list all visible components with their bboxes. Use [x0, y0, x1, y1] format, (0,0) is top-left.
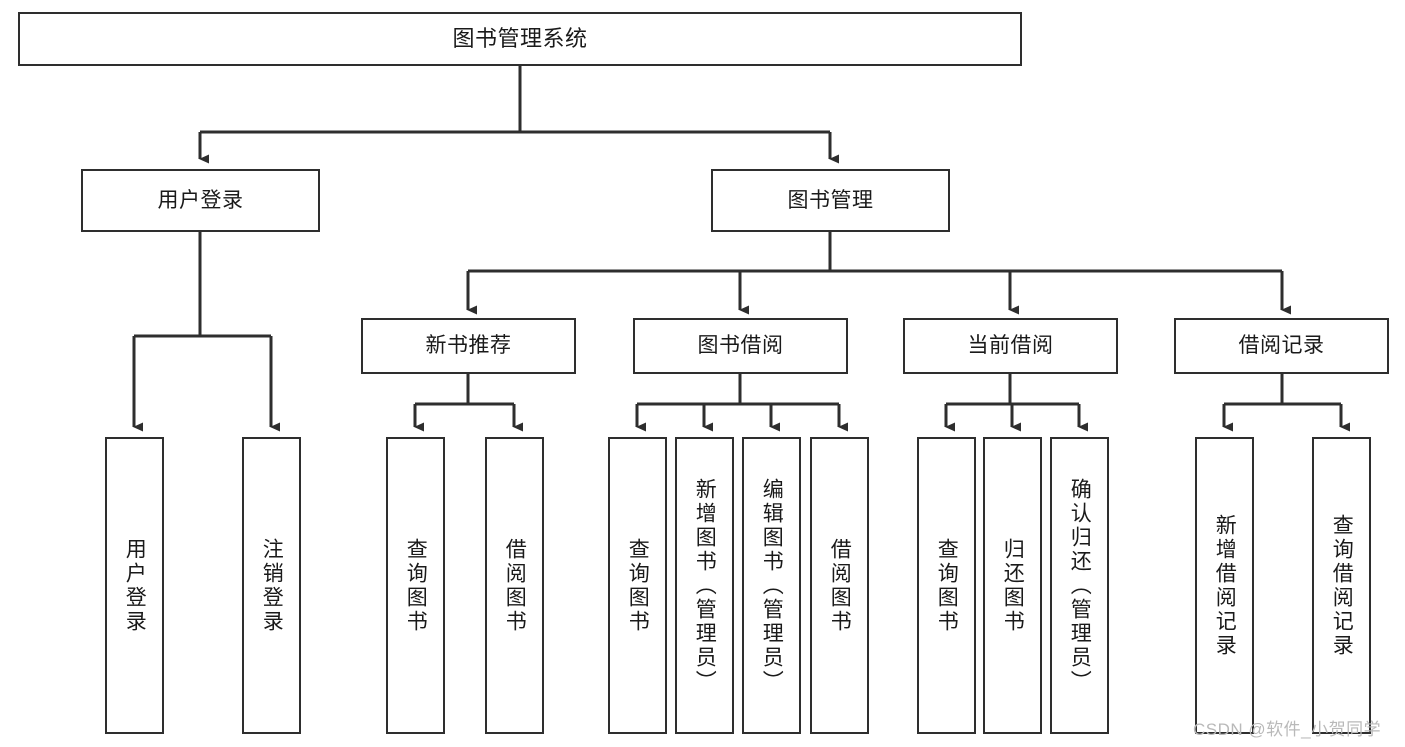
node-user-login[interactable]: 用户登录 [81, 169, 320, 232]
node-leaf-return-book-label: 归还图书 [1001, 537, 1025, 634]
node-new-book-recommend-label: 新书推荐 [425, 334, 512, 358]
node-leaf-logout-login[interactable]: 注销登录 [242, 437, 301, 734]
node-leaf-confirm-return-label: 确认归还（管理员） [1068, 477, 1092, 694]
node-leaf-query-book-2-label: 查询图书 [626, 537, 650, 634]
node-leaf-query-book-3[interactable]: 查询图书 [917, 437, 976, 734]
node-leaf-return-book[interactable]: 归还图书 [983, 437, 1042, 734]
node-book-management[interactable]: 图书管理 [711, 169, 950, 232]
node-leaf-add-book[interactable]: 新增图书（管理员） [675, 437, 734, 734]
node-leaf-borrow-book-2[interactable]: 借阅图书 [810, 437, 869, 734]
node-user-login-label: 用户登录 [157, 188, 244, 212]
node-leaf-query-book-1-label: 查询图书 [404, 537, 428, 634]
node-borrow-record[interactable]: 借阅记录 [1174, 318, 1389, 374]
node-book-borrow-label: 图书借阅 [697, 334, 784, 358]
node-leaf-add-book-label: 新增图书（管理员） [693, 477, 717, 694]
node-leaf-edit-book-label: 编辑图书（管理员） [760, 477, 784, 694]
node-current-borrow[interactable]: 当前借阅 [903, 318, 1118, 374]
node-leaf-logout-login-label: 注销登录 [260, 537, 284, 634]
node-current-borrow-label: 当前借阅 [967, 334, 1054, 358]
node-borrow-record-label: 借阅记录 [1238, 334, 1325, 358]
node-leaf-query-book-1[interactable]: 查询图书 [386, 437, 445, 734]
node-book-borrow[interactable]: 图书借阅 [633, 318, 848, 374]
node-leaf-user-login-label: 用户登录 [123, 537, 147, 634]
node-leaf-borrow-book-1-label: 借阅图书 [503, 537, 527, 634]
node-root-system-label: 图书管理系统 [452, 25, 588, 51]
node-leaf-query-book-3-label: 查询图书 [935, 537, 959, 634]
node-leaf-borrow-book-2-label: 借阅图书 [828, 537, 852, 634]
node-leaf-borrow-book-1[interactable]: 借阅图书 [485, 437, 544, 734]
node-leaf-query-book-2[interactable]: 查询图书 [608, 437, 667, 734]
node-book-management-label: 图书管理 [787, 188, 874, 212]
node-leaf-edit-book[interactable]: 编辑图书（管理员） [742, 437, 801, 734]
node-leaf-user-login[interactable]: 用户登录 [105, 437, 164, 734]
node-root-system[interactable]: 图书管理系统 [18, 12, 1022, 66]
node-leaf-add-record-label: 新增借阅记录 [1213, 513, 1237, 658]
node-new-book-recommend[interactable]: 新书推荐 [361, 318, 576, 374]
node-leaf-confirm-return[interactable]: 确认归还（管理员） [1050, 437, 1109, 734]
node-leaf-query-record[interactable]: 查询借阅记录 [1312, 437, 1371, 734]
csdn-watermark: CSDN @软件_小贺同学 [1193, 720, 1382, 739]
node-leaf-add-record[interactable]: 新增借阅记录 [1195, 437, 1254, 734]
node-leaf-query-record-label: 查询借阅记录 [1330, 513, 1354, 658]
